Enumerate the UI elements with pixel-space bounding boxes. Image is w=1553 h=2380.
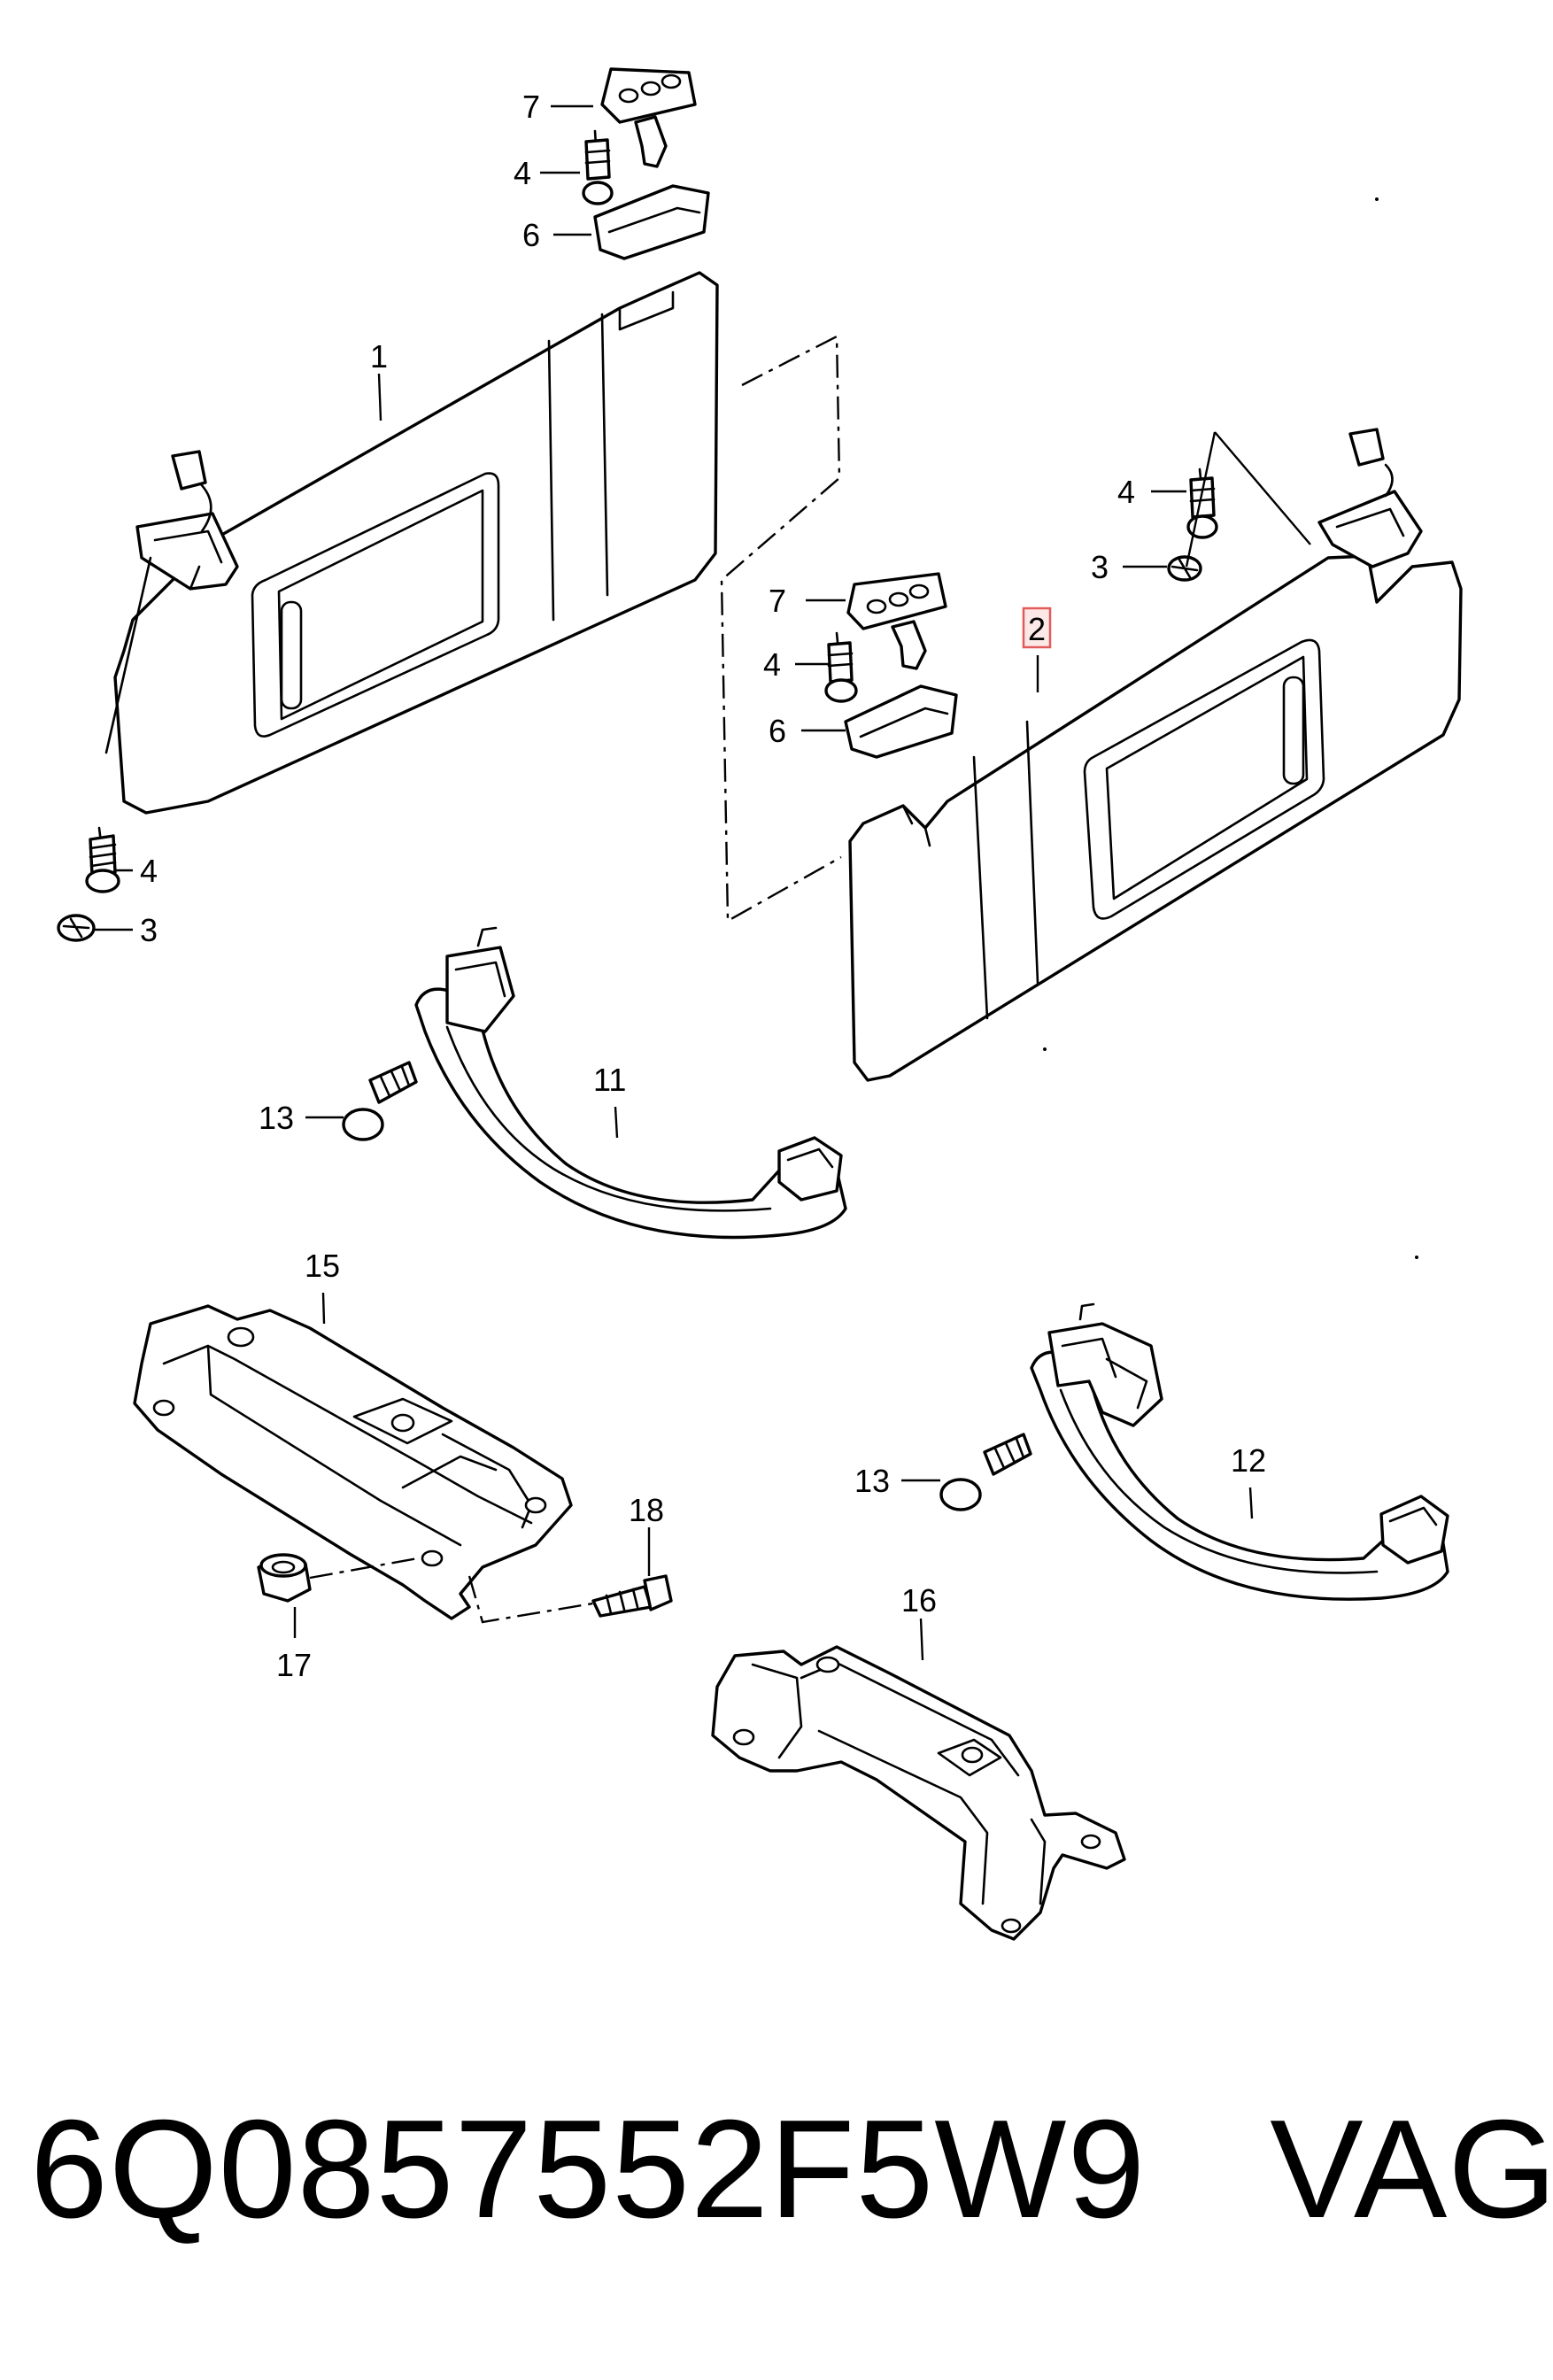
- svg-text:4: 4: [763, 646, 781, 683]
- callout-4-middle: 4: [763, 646, 831, 683]
- callout-3-right: 3: [1091, 549, 1167, 585]
- callout-4-top: 4: [514, 155, 580, 191]
- svg-text:17: 17: [276, 1647, 312, 1683]
- callout-3-left: 3: [94, 912, 158, 948]
- sun-visor-left[interactable]: [104, 271, 719, 815]
- screw-4-middle[interactable]: [824, 631, 858, 703]
- svg-text:13: 13: [259, 1100, 294, 1136]
- svg-text:7: 7: [769, 583, 786, 619]
- scan-speck: [1043, 1047, 1047, 1051]
- svg-text:4: 4: [140, 853, 158, 889]
- callout-13-lower: 13: [854, 1463, 940, 1499]
- cover-6-top[interactable]: [593, 184, 710, 260]
- part-number: 6Q0857552F5W9: [30, 2091, 1147, 2247]
- callout-17: 17: [276, 1607, 312, 1683]
- svg-text:11: 11: [593, 1062, 626, 1098]
- svg-text:6: 6: [522, 217, 540, 253]
- bracket-15[interactable]: [133, 1304, 573, 1620]
- holder-7-top[interactable]: [600, 67, 697, 168]
- clip-3-left[interactable]: [57, 914, 96, 942]
- svg-text:7: 7: [522, 89, 540, 125]
- sun-visor-right[interactable]: [848, 428, 1463, 1082]
- grab-handle-12[interactable]: [1030, 1302, 1449, 1601]
- bracket-16[interactable]: [711, 1645, 1126, 1941]
- callout-18: 18: [629, 1492, 664, 1576]
- callout-4-right: 4: [1117, 474, 1186, 510]
- clip-3-right[interactable]: [1167, 555, 1202, 582]
- svg-text:4: 4: [1117, 474, 1135, 510]
- callout-2-highlighted[interactable]: 2: [1022, 607, 1052, 692]
- callout-16: 16: [901, 1582, 937, 1661]
- svg-text:6: 6: [769, 713, 786, 749]
- callout-1: 1: [370, 338, 388, 421]
- scan-speck: [1415, 1256, 1418, 1259]
- svg-text:3: 3: [1091, 549, 1109, 585]
- screw-13-upper[interactable]: [342, 1061, 418, 1141]
- nut-17[interactable]: [257, 1553, 312, 1603]
- callout-7-middle: 7: [769, 583, 846, 619]
- svg-text:16: 16: [901, 1582, 937, 1619]
- brand-name: VAG: [1270, 2091, 1553, 2247]
- callout-6-middle: 6: [769, 713, 846, 749]
- svg-text:15: 15: [305, 1248, 340, 1284]
- callout-13-upper: 13: [259, 1100, 344, 1136]
- svg-text:1: 1: [370, 338, 388, 375]
- grab-handle-11[interactable]: [414, 926, 847, 1240]
- callout-11: 11: [593, 1062, 626, 1139]
- svg-text:12: 12: [1231, 1442, 1266, 1479]
- svg-text:3: 3: [140, 912, 158, 948]
- screw-4-left[interactable]: [85, 826, 120, 893]
- callout-7-top: 7: [522, 89, 593, 125]
- callout-12: 12: [1231, 1442, 1266, 1519]
- svg-text:18: 18: [629, 1492, 664, 1528]
- callout-6-top: 6: [522, 217, 591, 253]
- callout-15: 15: [305, 1248, 340, 1325]
- svg-text:4: 4: [514, 155, 531, 191]
- svg-text:2: 2: [1028, 611, 1046, 647]
- cover-6-middle[interactable]: [844, 684, 958, 759]
- part-number-footer: 6Q0857552F5W9 VAG: [30, 2091, 1553, 2247]
- screw-18[interactable]: [591, 1574, 673, 1618]
- holder-7-middle[interactable]: [846, 572, 947, 670]
- screw-4-top[interactable]: [582, 129, 614, 205]
- screw-4-right[interactable]: [1186, 468, 1218, 539]
- callout-4-left: 4: [115, 853, 158, 889]
- scan-speck: [1375, 197, 1379, 201]
- screw-13-lower[interactable]: [939, 1433, 1032, 1511]
- svg-text:13: 13: [854, 1463, 890, 1499]
